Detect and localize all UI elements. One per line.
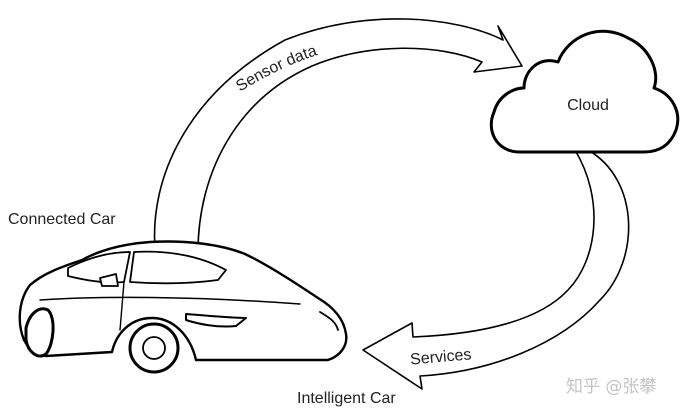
- curved-arrow-icon: [362, 149, 630, 390]
- car: [18, 240, 348, 374]
- car-door-line: [119, 281, 125, 331]
- car-body: [18, 240, 348, 362]
- car-front-hub: [142, 336, 166, 360]
- cloud-label: Cloud: [567, 97, 609, 114]
- curved-arrow-icon: [153, 18, 523, 253]
- car-mirror: [99, 273, 119, 287]
- connected-car-label: Connected Car: [8, 211, 116, 228]
- car-rear-wheel: [24, 307, 55, 358]
- sensor-data-arrow: [153, 18, 523, 253]
- intelligent-car-label: Intelligent Car: [297, 390, 396, 407]
- car-headlight: [185, 313, 247, 328]
- cloud-icon: [489, 29, 680, 154]
- services-arrow: [362, 149, 630, 390]
- car-window: [67, 251, 131, 284]
- car-windshield: [129, 250, 227, 285]
- car-icon: [18, 240, 348, 374]
- services-label: Services: [410, 346, 473, 368]
- cloud: Cloud: [489, 29, 680, 154]
- watermark: 知乎 @张攀: [566, 377, 656, 397]
- car-grille: [319, 311, 339, 331]
- car-beltline: [39, 296, 301, 305]
